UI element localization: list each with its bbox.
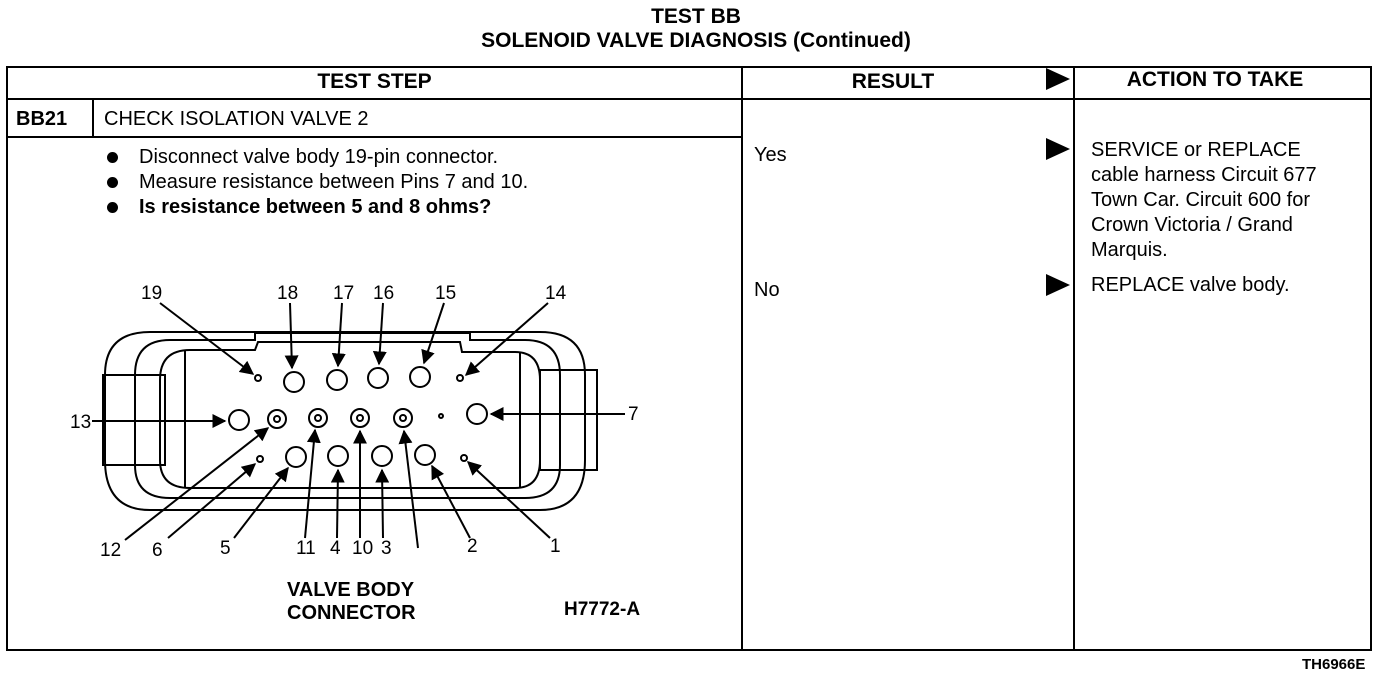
page-subtitle: SOLENOID VALVE DIAGNOSIS (Continued) [481, 29, 911, 52]
column-result: RESULT [851, 70, 935, 93]
action-yes-line-4: Crown Victoria / Grand [1091, 214, 1293, 236]
header-rule [8, 98, 1372, 100]
step-id: BB21 [16, 108, 68, 130]
pin-label-5: 5 [220, 538, 231, 559]
diagram-caption-line-2: CONNECTOR [287, 602, 416, 624]
column-test-step: TEST STEP [317, 70, 432, 93]
pin-label-3: 3 [381, 538, 392, 559]
result-arrow-icon [1046, 138, 1070, 160]
pin-label-14: 14 [545, 283, 567, 304]
pin-labels: 19 18 17 16 15 14 13 7 12 6 5 11 4 10 3 … [70, 283, 639, 561]
pin-label-2: 2 [467, 536, 478, 557]
action-yes-line-2: cable harness Circuit 677 [1091, 164, 1317, 186]
bullet-text-1: Disconnect valve body 19-pin connector. [139, 146, 499, 168]
pin-label-15: 15 [435, 283, 456, 304]
pin-label-13: 13 [70, 412, 91, 433]
pin-label-4: 4 [330, 538, 341, 559]
step-id-divider [92, 100, 94, 136]
diagram-caption-line-1: VALVE BODY [287, 579, 415, 601]
bullet-icon [107, 152, 118, 163]
header-arrow-icon [1046, 68, 1070, 90]
connector-pins [228, 366, 488, 468]
pin-label-11: 11 [296, 538, 316, 559]
pin-label-12: 12 [100, 540, 121, 561]
valve-body-connector-diagram: 19 18 17 16 15 14 13 7 12 6 5 11 4 10 3 … [70, 283, 640, 624]
result-no: No [754, 279, 780, 301]
pin-label-16: 16 [373, 283, 394, 304]
connector-body [102, 331, 598, 511]
action-yes-line-1: SERVICE or REPLACE [1091, 139, 1301, 161]
result-arrow-icon [1046, 274, 1070, 296]
diagnosis-table: TEST STEP RESULT ACTION TO TAKE BB21 CHE… [6, 66, 1372, 651]
divider-step-result [741, 68, 743, 649]
action-yes-line-3: Town Car. Circuit 600 for [1091, 189, 1310, 211]
pin-label-17: 17 [333, 283, 354, 304]
figure-id: H7772-A [564, 599, 640, 620]
pin-leaders [92, 302, 625, 549]
result-yes: Yes [754, 144, 787, 166]
column-action: ACTION TO TAKE [1126, 68, 1304, 91]
divider-result-action [1073, 68, 1075, 649]
pin-label-10: 10 [352, 538, 373, 559]
step-title-rule [8, 136, 741, 138]
bullet-text-3: Is resistance between 5 and 8 ohms? [139, 196, 492, 218]
pin-label-1: 1 [550, 536, 561, 557]
action-yes-line-5: Marquis. [1091, 239, 1168, 261]
pin-label-19: 19 [141, 283, 162, 304]
bullet-icon [107, 177, 118, 188]
footer-code: TH6966E [1302, 656, 1366, 673]
action-no-line-1: REPLACE valve body. [1091, 274, 1290, 296]
pin-label-18: 18 [277, 283, 298, 304]
pin-label-7: 7 [628, 404, 639, 425]
bullet-text-2: Measure resistance between Pins 7 and 10… [139, 171, 529, 193]
step-title: CHECK ISOLATION VALVE 2 [104, 108, 369, 130]
bullet-icon [107, 202, 118, 213]
pin-label-6: 6 [152, 540, 163, 561]
page-title: TEST BB [651, 5, 741, 28]
